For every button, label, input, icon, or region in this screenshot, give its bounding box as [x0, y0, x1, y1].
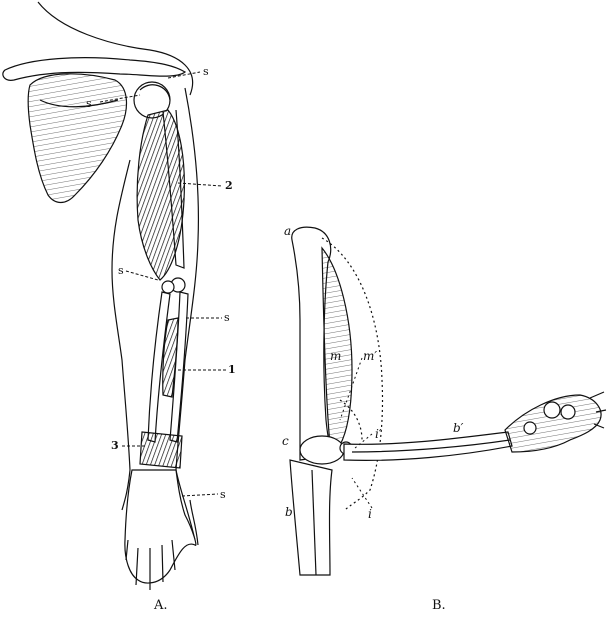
label-a-s-wrist: s — [220, 488, 226, 501]
figure-b-arm — [289, 226, 607, 576]
elbow-b — [299, 435, 345, 465]
wrist-band — [139, 431, 183, 469]
caption-figure-a: A. — [154, 598, 168, 613]
label-a-2: 2 — [225, 179, 233, 192]
clavicle-bone — [2, 57, 187, 81]
label-a-1: 1 — [228, 363, 236, 376]
shoulder-outline — [37, 1, 194, 96]
biceps-muscle — [136, 109, 185, 281]
label-a-s-forearm: s — [224, 311, 230, 324]
arm-skin-outline — [175, 87, 200, 541]
scapula-bone — [27, 73, 127, 204]
lower-arm-b — [289, 459, 333, 576]
label-b-m-prime: m′ — [363, 349, 378, 363]
label-b-c: c — [282, 434, 289, 448]
caption-figure-b: B. — [432, 598, 446, 613]
figure-a-arm — [2, 1, 200, 590]
label-b-b-prime: b′ — [453, 421, 464, 435]
figure-a-leaders — [99, 71, 226, 497]
forearm-muscle — [162, 317, 179, 398]
label-b-b: b — [285, 505, 293, 519]
label-b-i: i — [368, 507, 372, 521]
biceps-muscle-b — [321, 246, 353, 446]
forearm-bones-b — [343, 431, 513, 461]
figure-b-leaders — [339, 357, 373, 509]
label-a-s-top: s — [203, 65, 209, 78]
label-b-a: a — [284, 224, 292, 238]
label-a-3: 3 — [111, 439, 119, 452]
label-b-m: m — [330, 349, 342, 363]
hand-b — [504, 394, 602, 453]
label-b-i-prime: i′ — [375, 427, 382, 441]
label-a-s-upper: s — [86, 97, 92, 110]
label-a-s-elbow: s — [118, 264, 124, 277]
hand-outline — [124, 469, 197, 584]
